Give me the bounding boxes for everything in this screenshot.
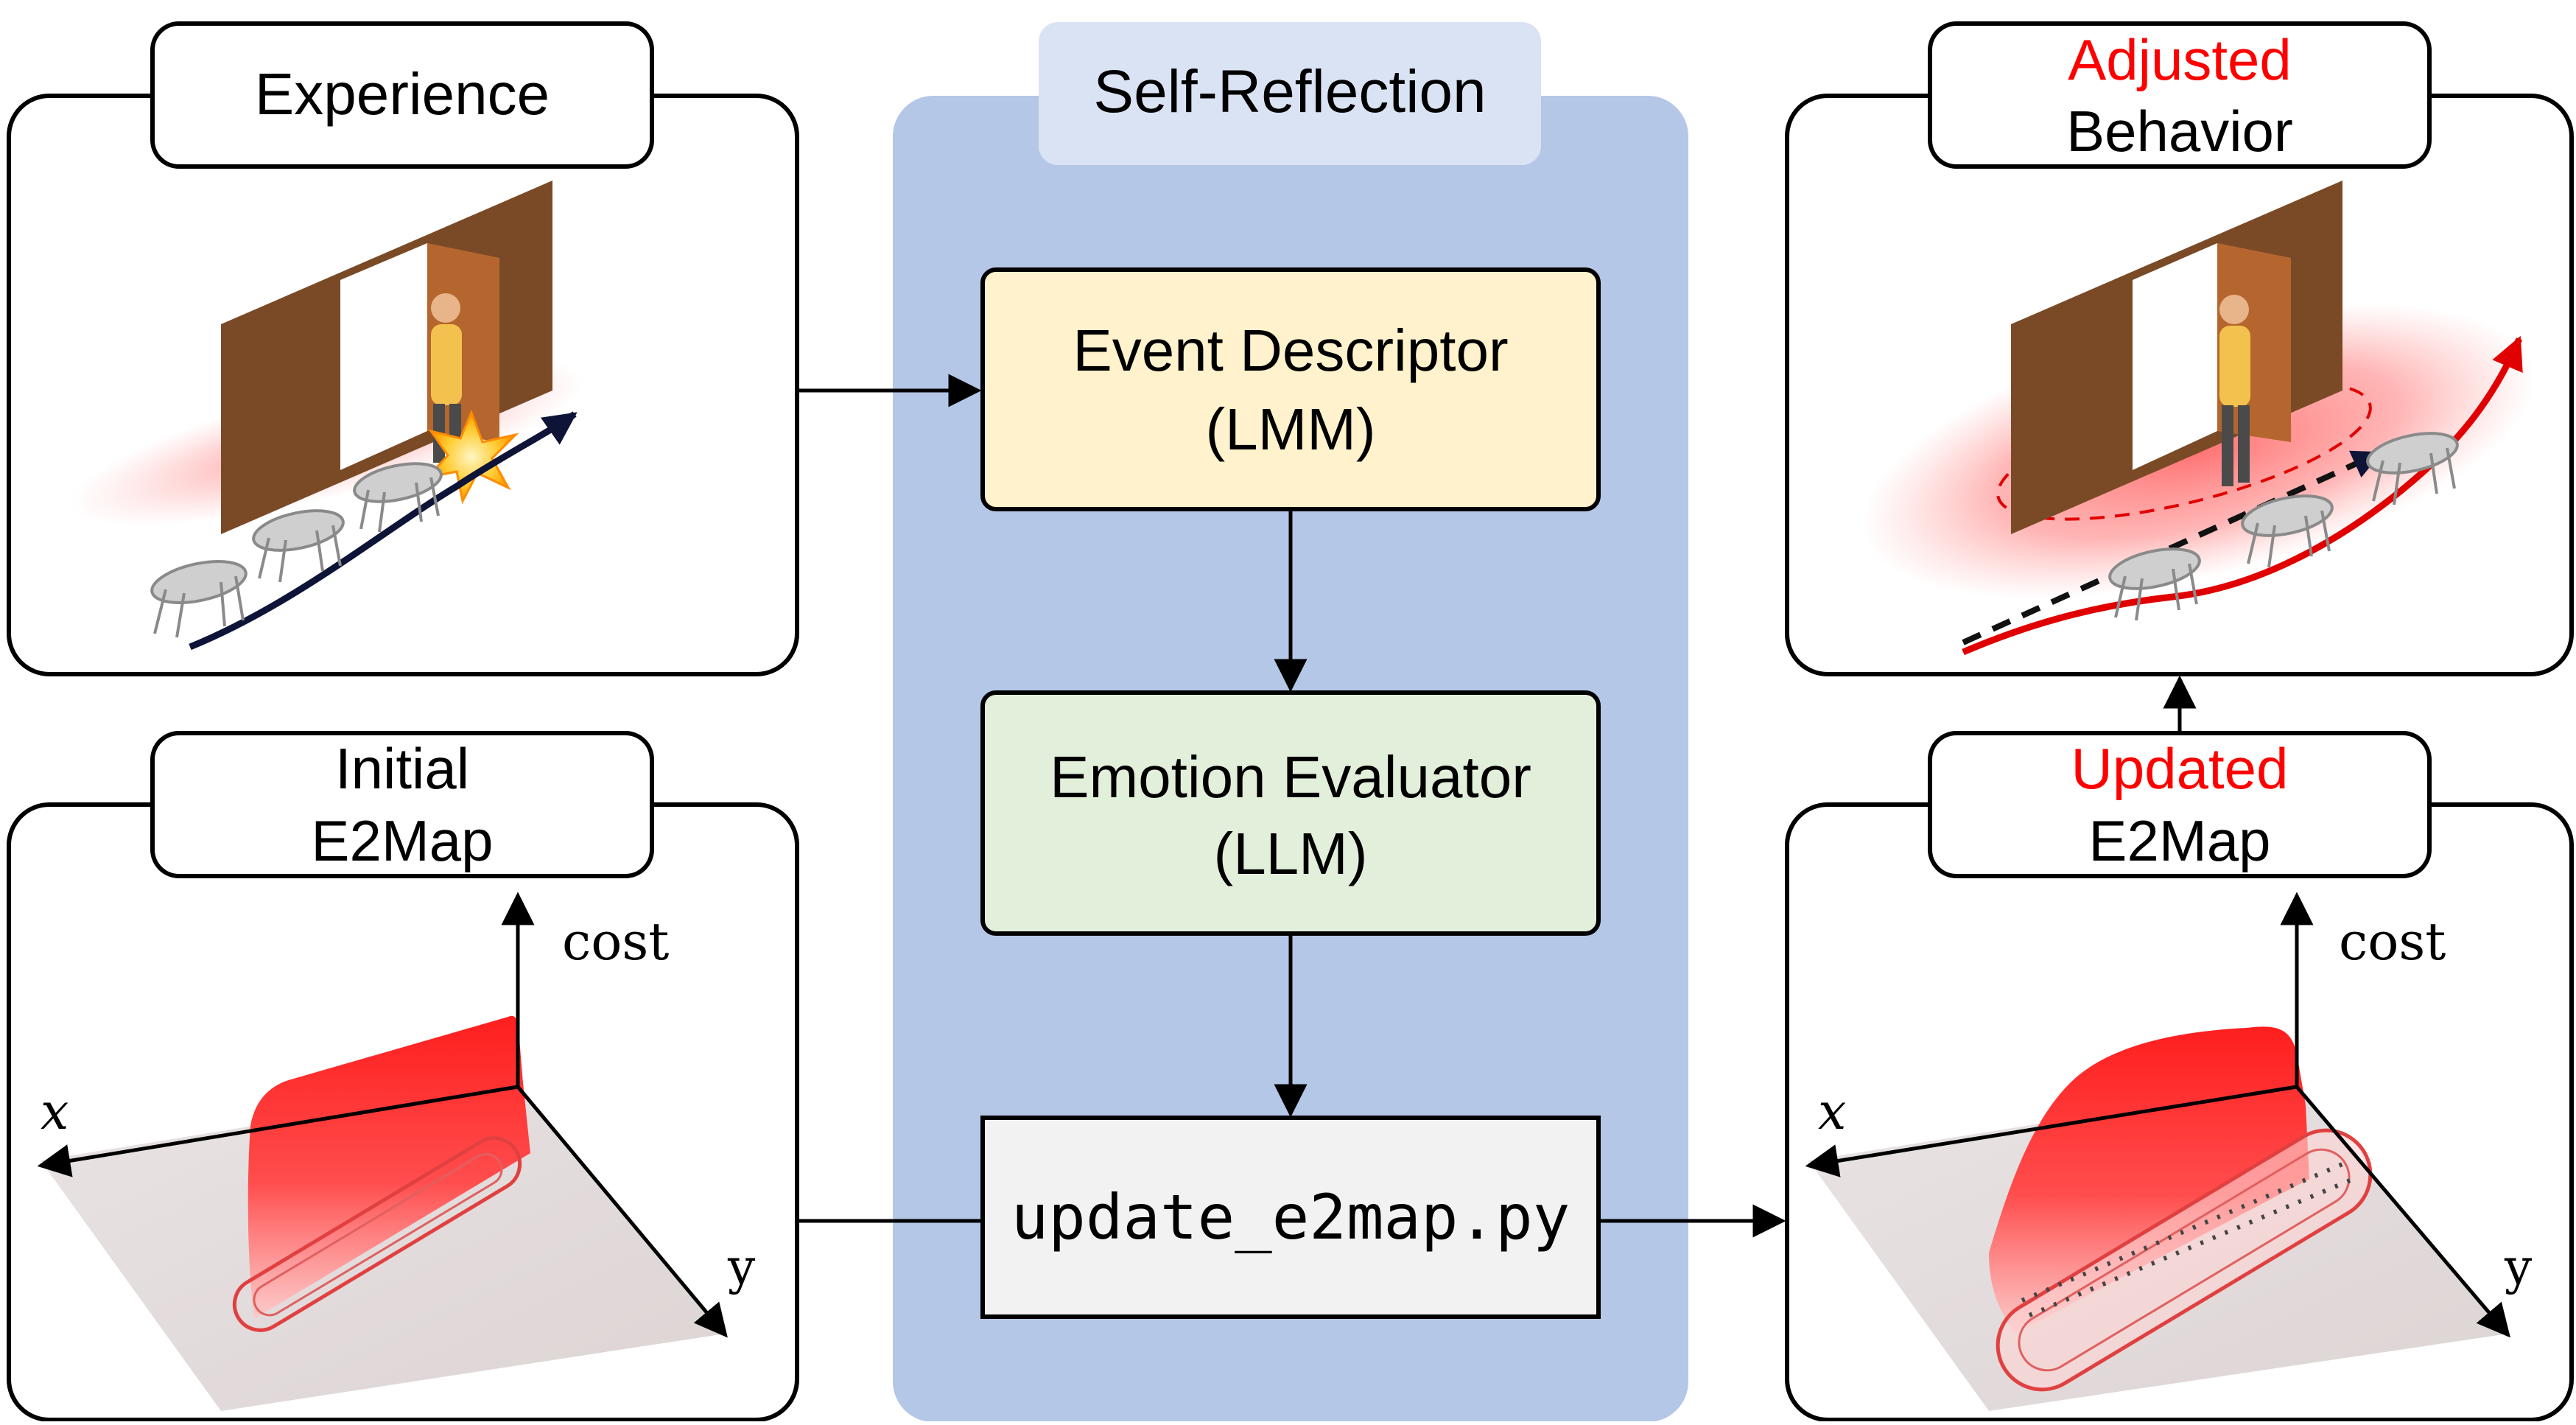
adjusted-label-box	[1928, 21, 2432, 169]
initial-map-label-box	[150, 731, 654, 878]
experience-panel	[7, 94, 799, 676]
updated-e2map-plot: cost x y	[1805, 892, 2533, 1411]
robot-dog-icon	[150, 560, 248, 638]
experience-trajectory	[189, 411, 578, 651]
cost-axis-label: cost	[562, 911, 669, 972]
cost-contour	[232, 1136, 522, 1332]
x-axis	[1805, 1085, 2298, 1177]
update-script-label: update_e2map.py	[1011, 1181, 1570, 1253]
adjusted-behavior-panel	[1785, 94, 2574, 676]
y-axis-label: y	[727, 1239, 756, 1295]
x-axis-label: x	[1818, 1083, 1846, 1141]
event-descriptor-title: Event Descriptor	[1073, 318, 1508, 383]
emotion-evaluator-title: Emotion Evaluator	[1050, 744, 1531, 810]
safety-zone-dashed	[1996, 381, 2372, 521]
y-axis	[2295, 1085, 2510, 1338]
robot-dog-icon	[2366, 432, 2459, 505]
updated-map-label-line1: Updated	[2071, 736, 2289, 801]
adjusted-label-line2: Behavior	[2066, 99, 2293, 164]
emotion-evaluator-subtitle: (LLM)	[1214, 821, 1368, 886]
experience-illustration	[70, 181, 586, 651]
person-icon	[2219, 295, 2250, 486]
adjusted-illustration	[1861, 181, 2536, 656]
ground-plane	[41, 1083, 726, 1411]
self-reflection-label: Self-Reflection	[1093, 58, 1486, 125]
adjusted-path	[1962, 335, 2523, 656]
initial-map-label-line1: Initial	[335, 736, 469, 801]
cost-ridge	[248, 1015, 530, 1319]
initial-map-label-line2: E2Map	[311, 808, 493, 873]
initial-e2map-panel: cost x y	[7, 802, 799, 1422]
x-axis-label: x	[41, 1083, 69, 1141]
updated-map-label-box	[1928, 731, 2432, 878]
cost-axis-label: cost	[2339, 911, 2446, 972]
y-axis-label: y	[2504, 1239, 2533, 1295]
experience-label-box	[150, 21, 654, 169]
cost-contour	[1996, 1128, 2373, 1392]
event-descriptor-box: Event Descriptor (LMM)	[980, 267, 1601, 511]
updated-map-label-line2: E2Map	[2088, 808, 2270, 873]
robot-dog-icon	[2108, 547, 2201, 621]
robot-dog-icon	[2241, 494, 2334, 568]
cost-ridge	[1989, 1026, 2309, 1334]
x-axis	[37, 1085, 519, 1177]
robot-footprint-dots	[2021, 1162, 2344, 1303]
robot-dog-icon	[353, 462, 443, 533]
adjusted-label-line1: Adjusted	[2068, 27, 2292, 92]
robot-dog-icon	[252, 509, 345, 583]
experience-label: Experience	[255, 61, 550, 127]
event-descriptor-subtitle: (LMM)	[1205, 396, 1375, 462]
collision-icon	[424, 409, 519, 505]
self-reflection-header	[1039, 22, 1541, 165]
update-script-box: update_e2map.py	[980, 1116, 1601, 1319]
y-axis	[516, 1085, 728, 1338]
updated-e2map-panel: cost x y	[1785, 802, 2574, 1422]
initial-e2map-plot: cost x y	[37, 892, 756, 1411]
emotion-evaluator-box: Emotion Evaluator (LLM)	[980, 690, 1601, 936]
